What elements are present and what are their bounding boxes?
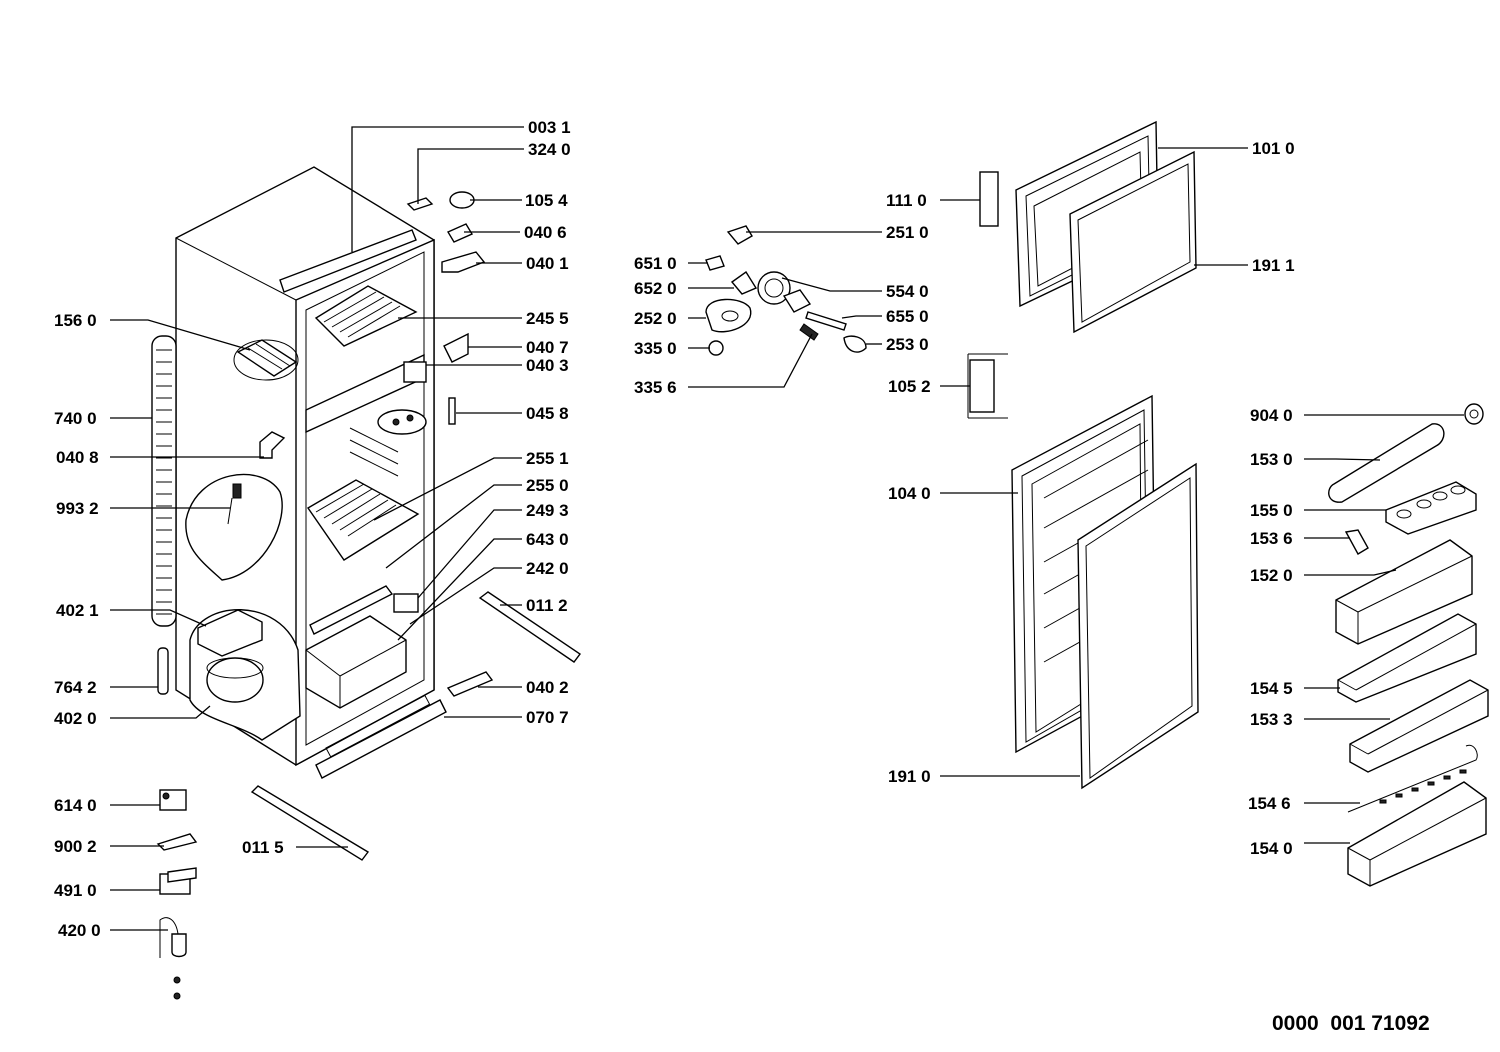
- label-191-1: 191 1: [1252, 256, 1295, 275]
- label-420-0: 420 0: [58, 921, 101, 940]
- document-number: 0000 001 71092: [1272, 1012, 1430, 1035]
- label-402-1: 402 1: [56, 601, 99, 620]
- label-003-1: 003 1: [528, 118, 571, 137]
- label-764-2: 764 2: [54, 678, 97, 697]
- label-242-0: 242 0: [526, 559, 569, 578]
- label-651-0: 651 0: [634, 254, 677, 273]
- leader-lines: [110, 126, 1464, 931]
- door-bins-drawing: [1328, 403, 1489, 887]
- label-253-0: 253 0: [886, 335, 929, 354]
- label-655-0: 655 0: [886, 307, 929, 326]
- label-249-3: 249 3: [526, 501, 569, 520]
- label-156-0: 156 0: [54, 311, 97, 330]
- label-252-0: 252 0: [634, 309, 677, 328]
- label-153-3: 153 3: [1250, 710, 1293, 729]
- label-335-0: 335 0: [634, 339, 677, 358]
- label-155-0: 155 0: [1250, 501, 1293, 520]
- label-152-0: 152 0: [1250, 566, 1293, 585]
- label-154-5: 154 5: [1250, 679, 1293, 698]
- label-105-2: 105 2: [888, 377, 931, 396]
- label-011-5: 011 5: [242, 838, 284, 857]
- label-040-7: 040 7: [526, 338, 569, 357]
- label-040-2: 040 2: [526, 678, 569, 697]
- label-554-0: 554 0: [886, 282, 929, 301]
- label-070-7: 070 7: [526, 708, 569, 727]
- freezer-door-drawing: [967, 120, 1197, 419]
- label-904-0: 904 0: [1250, 406, 1293, 425]
- detail-bubble-drawing: [185, 473, 283, 581]
- ice-tray-drawing: [233, 339, 299, 381]
- label-040-1: 040 1: [526, 254, 569, 273]
- label-251-0: 251 0: [886, 223, 929, 242]
- label-402-0: 402 0: [54, 709, 97, 728]
- fridge-door-drawing: [1011, 394, 1199, 790]
- label-255-1: 255 1: [526, 449, 569, 468]
- loose-parts-left: [156, 789, 198, 1000]
- label-045-8: 045 8: [526, 404, 569, 423]
- label-643-0: 643 0: [526, 530, 569, 549]
- compressor-drawing: [157, 609, 301, 741]
- top-small-parts: [406, 191, 486, 425]
- label-740-0: 740 0: [54, 409, 97, 428]
- part-labels: 003 1 324 0 105 4 040 6 040 1 245 5 040 …: [54, 118, 1295, 940]
- thermostat-group-drawing: [705, 225, 867, 356]
- label-040-3: 040 3: [526, 356, 569, 375]
- label-245-5: 245 5: [526, 309, 569, 328]
- label-104-0: 104 0: [888, 484, 931, 503]
- label-652-0: 652 0: [634, 279, 677, 298]
- label-191-0: 191 0: [888, 767, 931, 786]
- condenser-drawing: [151, 335, 177, 627]
- label-993-2: 993 2: [56, 499, 99, 518]
- label-154-0: 154 0: [1250, 839, 1293, 858]
- label-324-0: 324 0: [528, 140, 571, 159]
- label-040-6: 040 6: [524, 223, 567, 242]
- label-491-0: 491 0: [54, 881, 97, 900]
- label-101-0: 101 0: [1252, 139, 1295, 158]
- label-153-6: 153 6: [1250, 529, 1293, 548]
- label-040-8: 040 8: [56, 448, 99, 467]
- label-335-6: 335 6: [634, 378, 677, 397]
- label-153-0: 153 0: [1250, 450, 1293, 469]
- label-154-6: 154 6: [1248, 794, 1291, 813]
- label-105-4: 105 4: [525, 191, 568, 210]
- rails-drawing: [250, 591, 582, 861]
- label-900-2: 900 2: [54, 837, 97, 856]
- label-614-0: 614 0: [54, 796, 97, 815]
- label-111-0: 111 0: [886, 191, 927, 210]
- label-011-2: 011 2: [526, 596, 568, 615]
- label-255-0: 255 0: [526, 476, 569, 495]
- bracket-drawing: [259, 431, 286, 459]
